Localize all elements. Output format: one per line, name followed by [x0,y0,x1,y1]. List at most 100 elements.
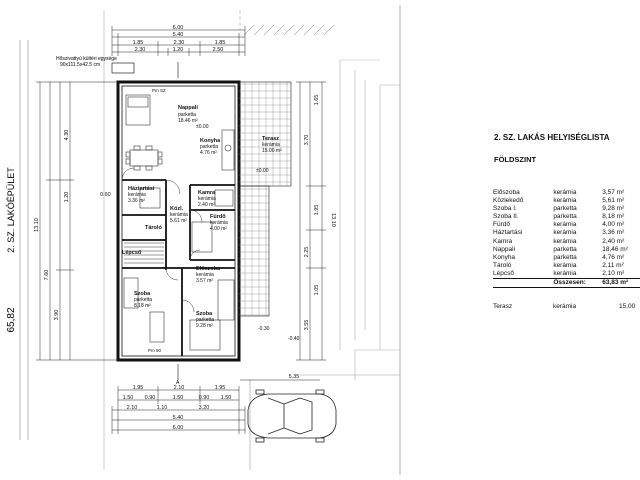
room-area-haztartasi: 3.36 m² [128,198,145,204]
level-mark-outdoor: -0.30 [258,326,270,332]
room-area: 8,18 m² [602,213,625,221]
room-area: 9,28 m² [602,205,625,213]
dim-left-b: 3.90 [54,310,60,321]
room-name: Nappali [493,245,516,253]
room-list-title: 2. SZ. LAKÁS HELYISÉGLISTA [494,133,610,142]
room-label-kozl: Közl. [170,206,184,212]
room-mat-nappali: parketta [178,112,196,118]
room-label-haztartasi: Háztartási [128,186,155,192]
level-mark-outdoor-2: -0.40 [288,336,300,342]
dim-right-f: 3.55 [304,320,310,331]
room-material: kerámia [553,261,577,269]
room-material: kerámia [553,269,577,277]
terrace-area [238,81,292,187]
room-name: Szoba I. [493,205,517,213]
dim-right-e: 1.05 [314,285,320,296]
window-mark-top: Pm SZ [152,88,166,93]
dim-bottom-f: 1.50 [173,395,184,401]
dim-bottom-k: 3.20 [199,405,210,411]
room-label-nappali: Nappali [178,105,198,111]
dim-bottom-a: 1.95 [133,385,144,391]
room-area: 4,00 m² [602,221,625,229]
dim-left-e: 0.60 [100,192,111,198]
total-row: Összesen:63,83 m² [493,278,640,289]
room-mat-furdo: kerámia [210,220,228,226]
dim-right-b: 2.25 [304,247,310,258]
level-mark-living: ±0.00 [196,124,209,130]
table-row: Fürdő kerámia 4,00 m² [493,221,640,229]
dim-left-c: 1.20 [64,192,70,203]
dim-top-a: 1.85 [133,40,144,46]
room-mat-terasz: kerámia [262,142,280,148]
dim-bottom-g: 0.90 [199,395,210,401]
room-name: Fürdő [493,221,510,229]
room-area: 2,10 m² [602,269,625,277]
room-area: 2,11 m² [602,261,624,269]
room-material: kerámia [553,237,577,245]
dim-bottom-d: 1.50 [123,395,134,401]
room-mat-konyha: parketta [200,144,218,150]
dim-top-total: 6.00 [173,25,184,31]
room-mat-kozl: kerámia [170,212,188,218]
room-area-nappali: 18.46 m² [178,118,198,124]
room-name: Háztartási [493,229,523,237]
room-name: Előszoba [493,189,520,196]
room-label-terasz: Terasz [262,136,279,142]
room-label-konyha: Konyha [200,138,221,144]
room-area: 18,46 m² [602,245,628,253]
total-label: Összesen: [553,278,603,289]
dim-bottom-c: 1.95 [215,385,226,391]
dim-bottom-h: 1.50 [221,395,232,401]
room-label-eloszoba: Előszoba [196,266,221,272]
room-material: kerámia [553,197,577,205]
dim-bottom-j: 1.10 [157,405,168,411]
room-label-lepcso: Lépcső [122,250,142,256]
room-label-szoba-ii: Szoba [134,291,151,297]
dim-right-a: 3.70 [304,135,310,146]
room-name: Tároló [493,261,512,269]
dim-top-inner: 5.40 [173,32,184,38]
room-material: kerámia [553,221,577,229]
room-area: 3,36 m² [602,229,625,237]
car-icon [247,389,337,443]
heat-pump-size: 90x111.5x42.5 cm [60,62,100,68]
total-area: 63,83 m² [602,278,640,289]
level-mark-terrace: ±0.00 [256,168,269,174]
dim-top-b: 2.30 [174,40,185,46]
heat-pump-note: Hőszivattyú kültéri egysége [56,56,117,62]
room-area: 4,76 m² [602,253,625,261]
room-material: kerámia [553,229,577,237]
section-mark-a: A [176,380,180,386]
table-row: Közlekedő kerámia 5,61 m² [493,197,640,205]
room-name: Szoba II. [493,213,519,221]
room-material: parketta [553,205,577,213]
room-area-kozl: 5.61 m² [170,218,187,224]
dim-top-c: 1.85 [215,40,226,46]
dim-top-d: 2.30 [135,47,146,53]
dim-top-e: 1.20 [173,47,184,53]
dim-left-a: 7.60 [44,270,50,281]
terrace-material: kerámia [553,303,577,310]
room-name: Közlekedő [493,197,524,205]
room-area-terasz: 15.00 m² [262,148,282,154]
room-area-kamra: 2.40 m² [198,202,215,208]
room-name: Konyha [493,253,516,261]
room-area-szoba-i: 9.28 m² [196,323,213,329]
dim-left-d: 4.30 [64,130,70,141]
room-area: 3,57 m² [602,189,625,196]
dim-parking: 5.35 [289,374,300,380]
room-label-kamra: Kamra [198,190,216,196]
floor-label: FÖLDSZINT [494,155,537,164]
room-area-szoba-ii: 8.18 m² [134,303,151,309]
room-area-furdo: 4.00 m² [210,226,227,232]
dim-bottom-i: 2.10 [127,405,138,411]
room-area: 5,61 m² [602,197,625,205]
room-area-konyha: 4.76 m² [200,150,217,156]
